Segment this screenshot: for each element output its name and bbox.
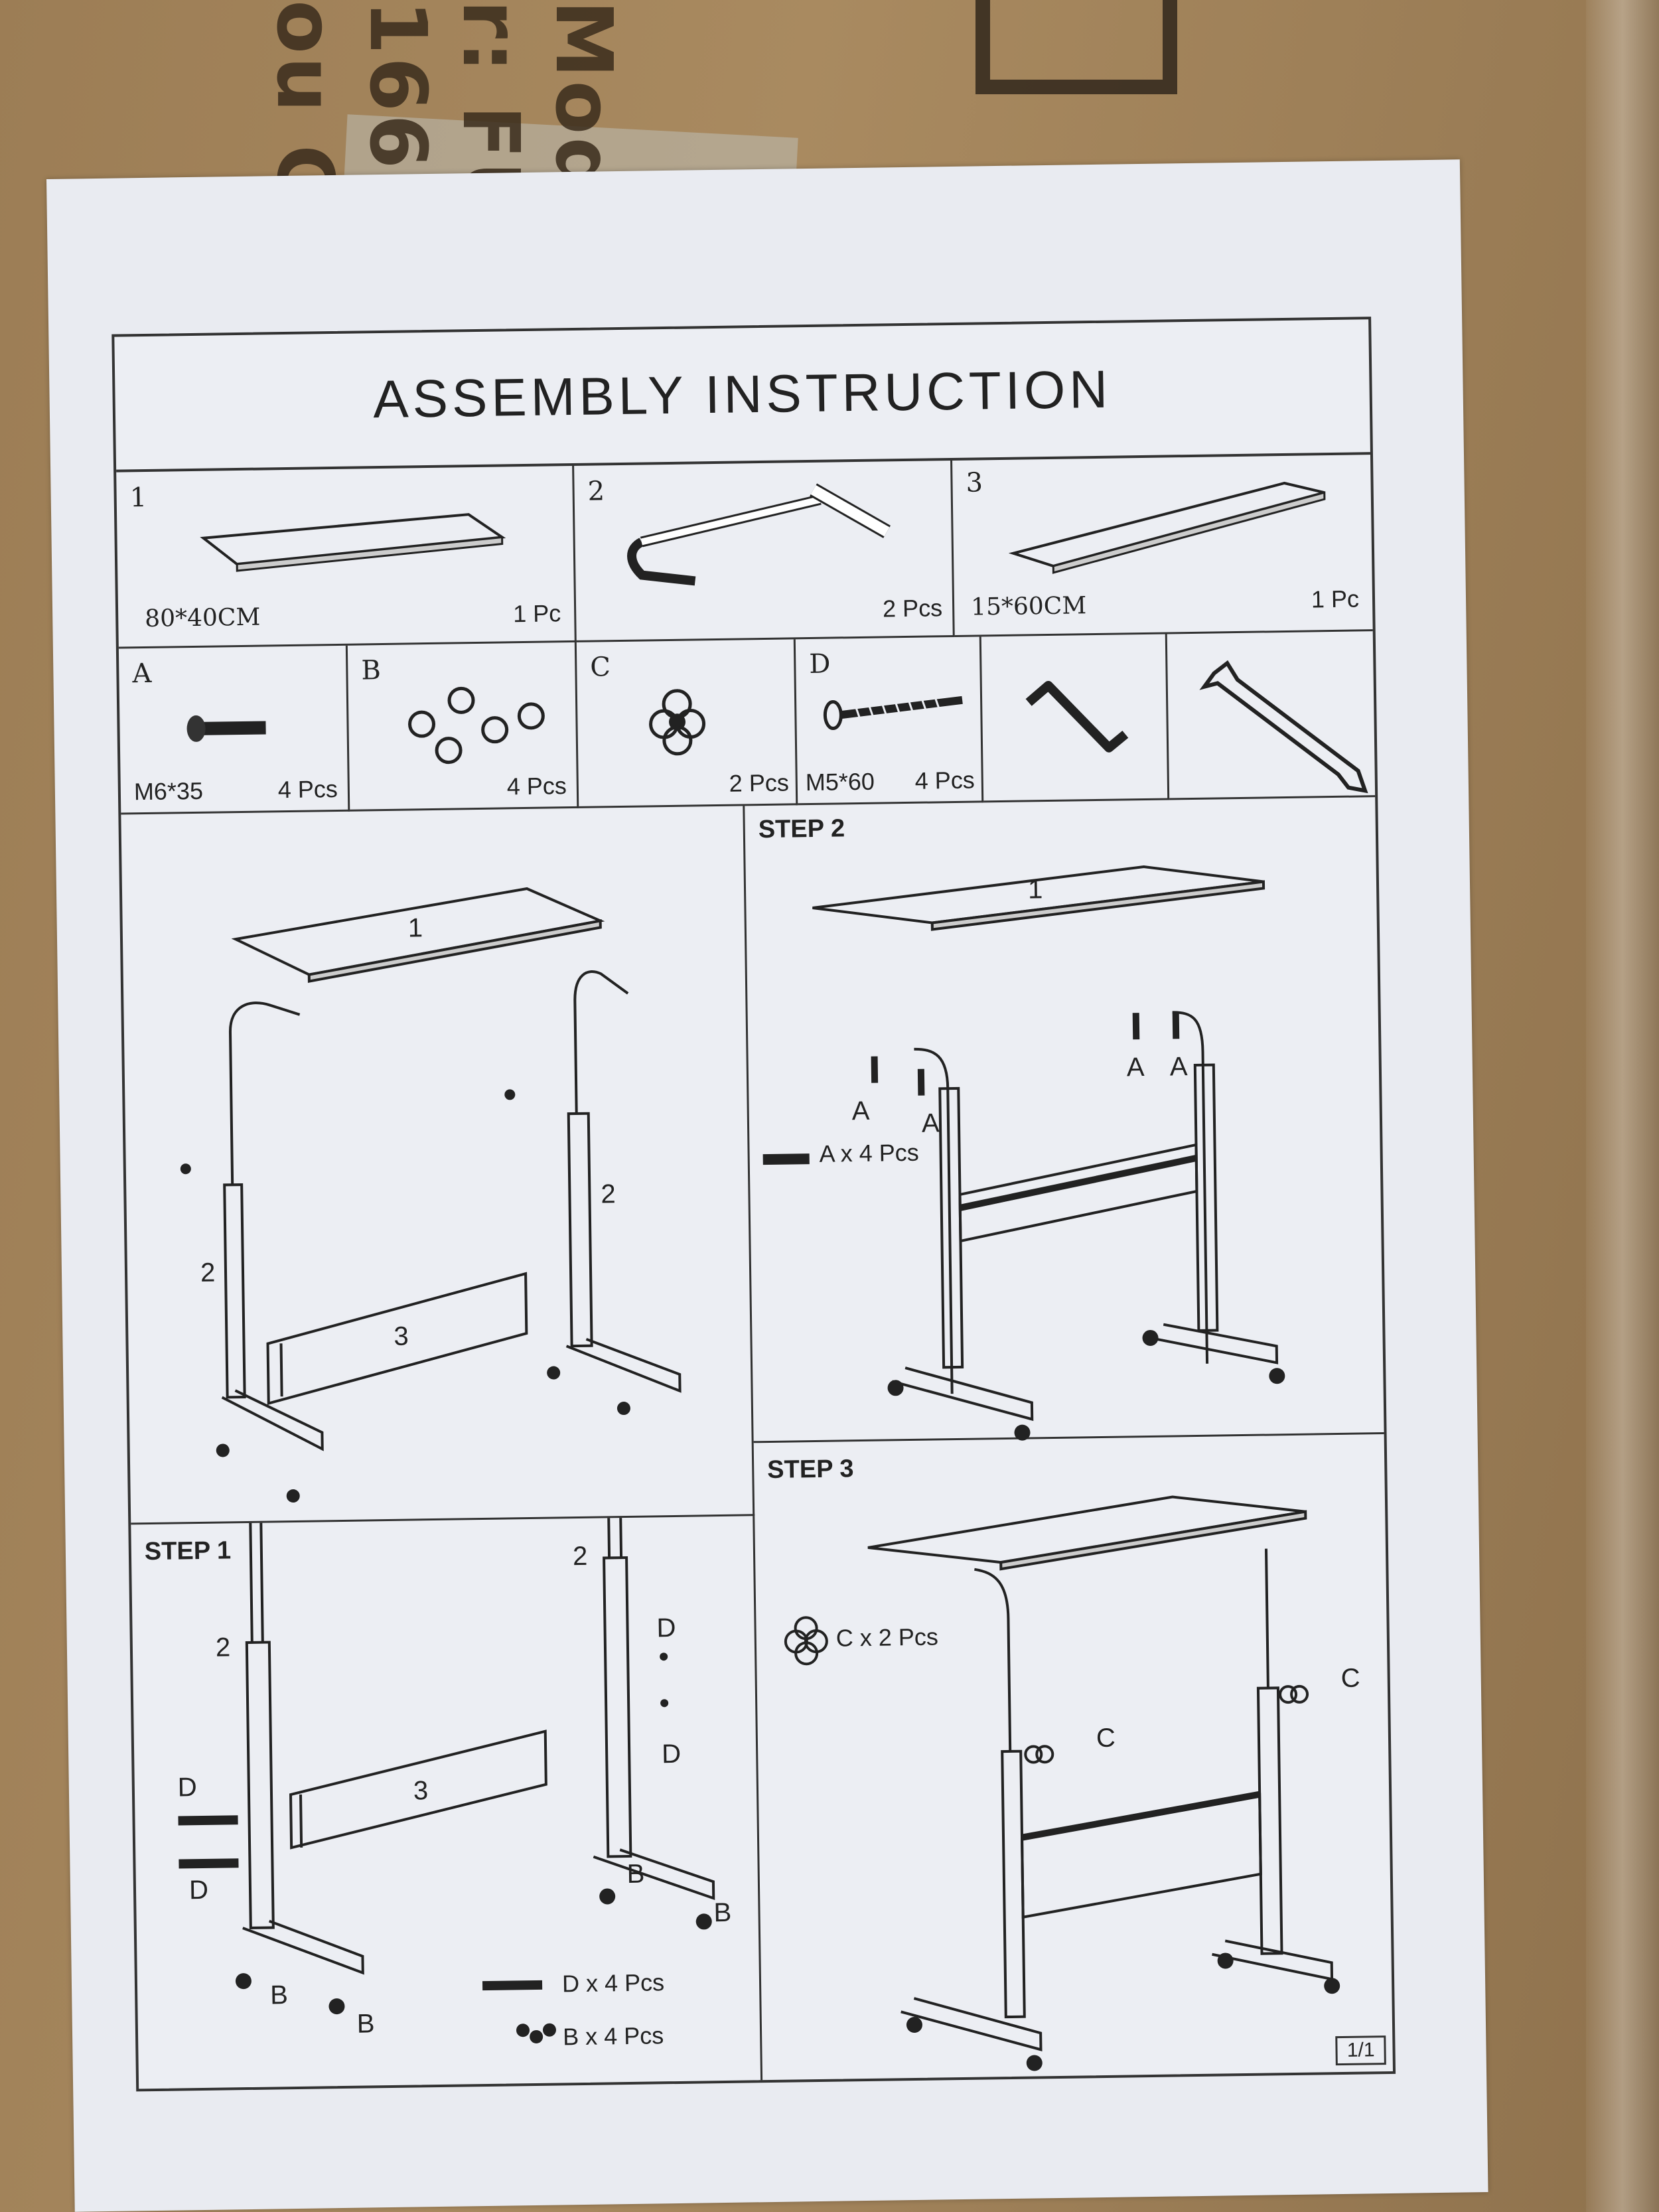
overview-top-label: 1	[407, 913, 423, 943]
step1-b-label: B	[356, 2009, 375, 2039]
part-qty: 4 Pcs	[506, 772, 567, 800]
step1-d-label: D	[661, 1739, 682, 1769]
part-B-cell: B 4 Pcs	[347, 642, 579, 812]
step1-left-leg-label: 2	[215, 1633, 231, 1662]
step3-c-label: C	[1096, 1723, 1116, 1753]
part-size: M6*35	[133, 776, 204, 806]
step3-cell: STEP 3	[754, 1434, 1393, 2080]
step1-d-label: D	[656, 1613, 676, 1643]
step2-a-label: A	[851, 1096, 870, 1126]
part-1-cell: 1 80*40CM 1 Pc	[116, 463, 577, 649]
overview-cell: 1 2 2 3	[121, 806, 755, 1525]
part-size: M5*60	[805, 767, 875, 796]
step3-diagram	[784, 1495, 1340, 2071]
step2-a-label: A	[1169, 1052, 1188, 1082]
step3-c-label: C	[1340, 1663, 1360, 1693]
step1-diagram	[178, 1518, 715, 2043]
step1-legend-d: D x 4 Pcs	[561, 1968, 665, 1998]
tool-cell-allen-key	[981, 634, 1170, 803]
part-qty: 1 Pc	[512, 599, 561, 628]
part-size: 80*40CM	[144, 603, 261, 632]
step1-panel-label: 3	[413, 1776, 429, 1806]
knob-icon	[649, 689, 706, 756]
overview-left-leg-label: 2	[200, 1258, 216, 1288]
step3-legend: C x 2 Pcs	[835, 1623, 939, 1652]
sheet-title: ASSEMBLY INSTRUCTION	[114, 319, 1370, 473]
part-qty: 2 Pcs	[882, 594, 943, 623]
part-C-cell: C 2 Pcs	[576, 639, 798, 808]
step1-b-label: B	[269, 1980, 289, 2010]
exploded-view-diagram	[180, 887, 682, 1503]
page-number: 1/1	[1335, 2035, 1386, 2066]
wrench-icon	[1199, 660, 1368, 794]
step2-cell: STEP 2	[745, 797, 1384, 1443]
part-size: 15*60CM	[970, 592, 1087, 621]
panel-icon	[1008, 481, 1326, 574]
step2-a-label: A	[921, 1108, 940, 1138]
step1-right-leg-label: 2	[572, 1541, 588, 1572]
step1-legend-b: B x 4 Pcs	[562, 2022, 664, 2051]
part-2-cell: 2 2 Pcs	[574, 457, 955, 642]
step2-a-label: A	[1126, 1053, 1145, 1082]
instruction-frame: ASSEMBLY INSTRUCTION 1 80*40CM 1 Pc 2 2 …	[111, 317, 1396, 2092]
step2-top-label: 1	[1027, 875, 1043, 905]
tabletop-icon	[200, 513, 506, 572]
overview-right-leg-label: 2	[601, 1179, 616, 1209]
bolt-icon	[186, 715, 266, 742]
overview-panel-label: 3	[394, 1321, 409, 1351]
part-qty: 4 Pcs	[914, 766, 975, 794]
plastic-wrap	[1586, 0, 1659, 2212]
step1-cell: STEP 1	[131, 1516, 763, 2089]
caster-wheels-icon	[408, 686, 545, 765]
part-3-cell: 3 15*60CM 1 Pc	[952, 452, 1373, 637]
step2-legend: A x 4 Pcs	[819, 1138, 919, 1167]
instruction-sheet: ASSEMBLY INSTRUCTION 1 80*40CM 1 Pc 2 2 …	[46, 159, 1488, 2212]
step1-b-label: B	[713, 1897, 732, 1928]
part-qty: 1 Pc	[1311, 585, 1360, 613]
part-qty: 4 Pcs	[277, 774, 338, 804]
part-qty: 2 Pcs	[729, 769, 790, 797]
step1-d-label: D	[177, 1773, 198, 1803]
step1-b-label: B	[626, 1859, 645, 1889]
leg-frame-icon	[627, 483, 891, 586]
allen-key-icon	[1025, 680, 1129, 753]
tool-cell-wrench	[1167, 631, 1376, 800]
step2-diagram	[762, 865, 1285, 1441]
screw-icon	[823, 696, 963, 731]
box-logo	[975, 0, 1177, 94]
step1-d-label: D	[188, 1875, 209, 1905]
part-D-cell: D M5*60 4 Pcs	[795, 636, 984, 806]
part-A-cell: A M6*35 4 Pcs	[118, 645, 350, 815]
